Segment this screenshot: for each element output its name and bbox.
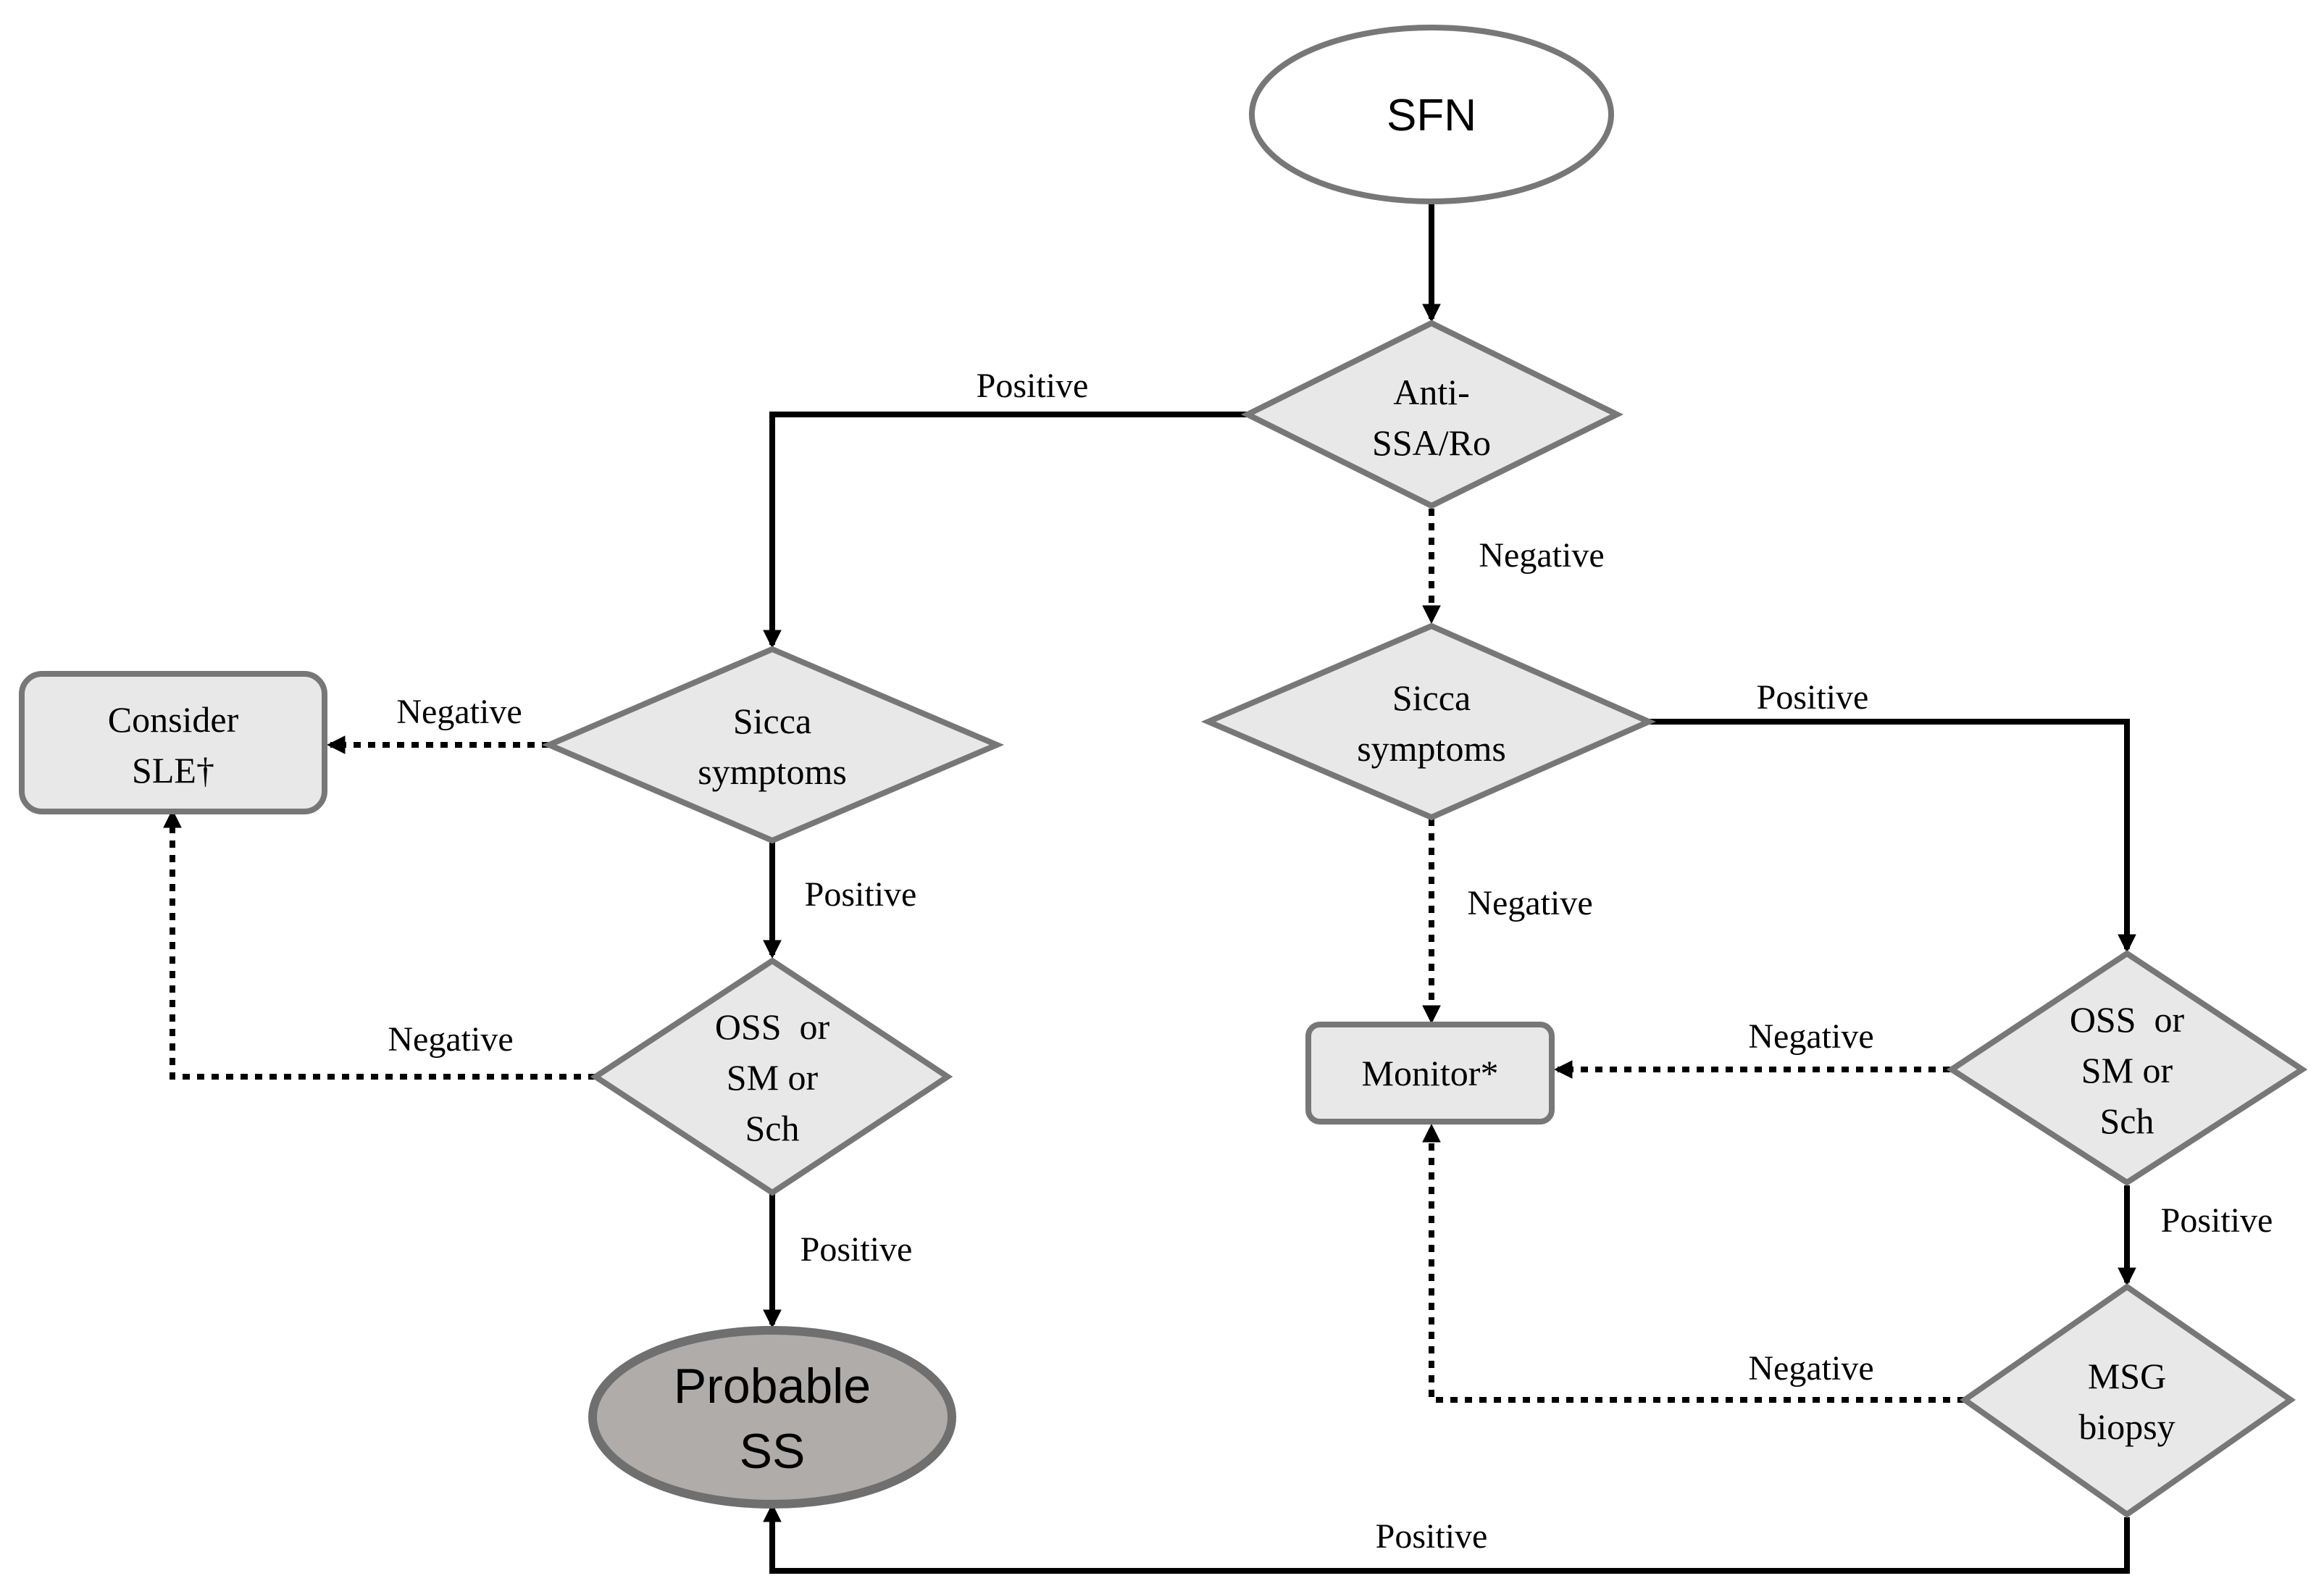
node-oss-right-line2: SM or: [2081, 1050, 2173, 1090]
node-sicca-right: Sicca symptoms: [1200, 622, 1656, 821]
label-oss-left-positive: Positive: [801, 1230, 913, 1269]
label-msg-biopsy-negative: Negative: [1748, 1349, 1873, 1388]
node-msg-biopsy-line2: biopsy: [2078, 1406, 2175, 1447]
label-sicca-left-positive: Positive: [805, 875, 917, 914]
connectors: [163, 204, 2136, 1574]
node-sicca-left-line1: Sicca: [733, 701, 811, 741]
node-consider-sle-line1: Consider: [108, 699, 239, 740]
node-msg-biopsy-line1: MSG: [2088, 1356, 2166, 1396]
edge-anti-ssa-to-sicca-left: [763, 412, 1247, 649]
node-msg-biopsy: MSG biopsy: [1960, 1283, 2296, 1518]
node-anti-ssa-ro-line2: SSA/Ro: [1372, 422, 1491, 463]
label-oss-left-negative: Negative: [388, 1020, 513, 1059]
node-anti-ssa-ro: Anti- SSA/Ro: [1240, 320, 1624, 509]
node-oss-right-line3: Sch: [2100, 1101, 2154, 1141]
node-monitor-label: Monitor*: [1362, 1053, 1499, 1093]
node-oss-left-line3: Sch: [745, 1108, 800, 1148]
node-oss-right: OSS or SM or Sch: [1946, 950, 2308, 1186]
node-probable-ss: Probable SS: [588, 1326, 956, 1509]
node-probable-ss-line2: SS: [740, 1424, 806, 1479]
node-consider-sle: Consider SLE†: [19, 671, 327, 814]
label-sicca-right-positive: Positive: [1757, 678, 1869, 717]
label-sicca-right-negative: Negative: [1467, 884, 1592, 922]
label-anti-ssa-positive: Positive: [977, 367, 1089, 405]
node-sicca-right-line2: symptoms: [1357, 728, 1506, 769]
label-anti-ssa-negative: Negative: [1479, 536, 1604, 575]
label-sicca-left-negative: Negative: [396, 693, 522, 731]
edge-msg-biopsy-to-probable-ss: [763, 1503, 2130, 1574]
node-probable-ss-line1: Probable: [674, 1359, 871, 1414]
label-oss-right-negative: Negative: [1748, 1017, 1873, 1056]
node-sicca-right-line1: Sicca: [1392, 677, 1471, 718]
node-oss-left-line1: OSS or: [715, 1006, 830, 1047]
edge-labels: Positive Negative Negative Positive Nega…: [388, 367, 2273, 1556]
node-sicca-left-line2: symptoms: [698, 751, 847, 792]
edge-oss-left-to-consider-sle: [163, 809, 595, 1080]
label-msg-biopsy-positive: Positive: [1376, 1517, 1488, 1556]
node-sfn-label: SFN: [1387, 91, 1476, 141]
edge-msg-biopsy-to-monitor: [1422, 1123, 1965, 1403]
node-sicca-left: Sicca symptoms: [541, 646, 1005, 844]
node-consider-sle-line2: SLE†: [132, 750, 214, 790]
node-monitor: Monitor*: [1305, 1022, 1555, 1125]
node-oss-left-line2: SM or: [727, 1057, 819, 1098]
node-anti-ssa-ro-line1: Anti-: [1393, 372, 1470, 412]
label-oss-right-positive: Positive: [2161, 1201, 2273, 1240]
nodes: SFN Anti- SSA/Ro Sicca symptoms Sicca sy…: [19, 25, 2308, 1518]
node-oss-left: OSS or SM or Sch: [590, 957, 953, 1196]
node-oss-right-line1: OSS or: [2070, 999, 2185, 1040]
node-sfn: SFN: [1249, 25, 1614, 204]
edge-sicca-right-to-oss-right: [1649, 719, 2136, 954]
